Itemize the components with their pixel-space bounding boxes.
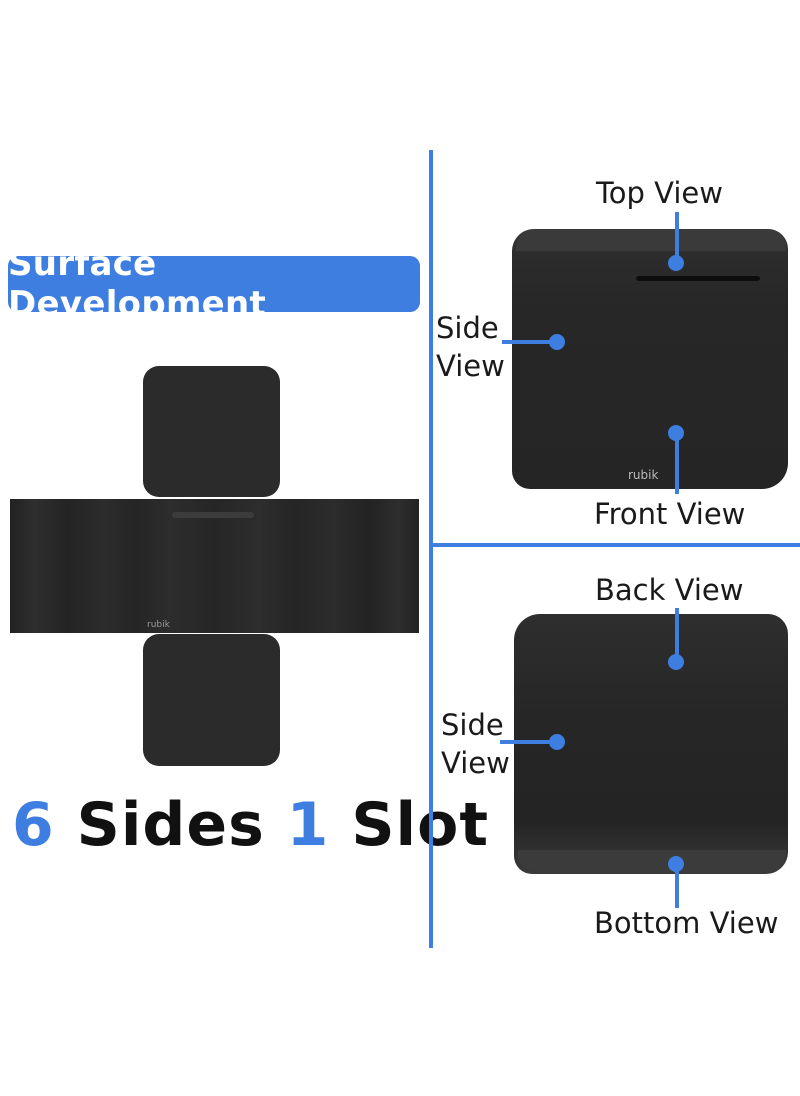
headline-number-slot: 1 [286,790,330,860]
side-view-label-2: Side View [441,706,510,782]
side-view-1-line2: View [436,349,505,383]
bottom-view-label: Bottom View [594,906,779,940]
side-view-1-marker [549,334,565,350]
side-view-2-connector [500,740,552,744]
net-top-face [143,366,280,497]
net-slot [172,512,254,518]
side-view-1-line1: Side [436,311,499,345]
vertical-divider [429,150,433,948]
net-side-strip [10,499,419,633]
cube-bottom-surface [518,850,786,872]
side-view-label-1: Side View [436,309,505,385]
top-view-marker [668,255,684,271]
side-view-2-line2: View [441,746,510,780]
bottom-view-marker [668,856,684,872]
horizontal-divider [431,543,800,547]
top-view-label: Top View [596,176,723,210]
cube-brand-logo: rubik [628,468,659,482]
back-view-marker [668,654,684,670]
top-view-connector [675,212,679,262]
front-view-connector [675,436,679,494]
side-view-1-connector [502,340,552,344]
side-view-2-line1: Side [441,708,504,742]
headline: 6 Sides 1 Slot [12,790,488,860]
bottom-view-connector [675,866,679,908]
front-view-marker [668,425,684,441]
net-brand-logo: rubik [147,620,170,630]
net-bottom-face [143,634,280,766]
front-view-label: Front View [594,497,746,531]
cube-slot [636,276,760,281]
cube-top-surface [516,229,786,251]
headline-slot-word: Slot [351,790,489,860]
headline-sides-word: Sides [76,790,265,860]
back-view-connector [675,608,679,658]
back-view-label: Back View [595,573,744,607]
cube-front-image [512,229,788,489]
side-view-2-marker [549,734,565,750]
surface-development-badge: Surface Development [8,244,420,324]
headline-number-sides: 6 [12,790,55,860]
